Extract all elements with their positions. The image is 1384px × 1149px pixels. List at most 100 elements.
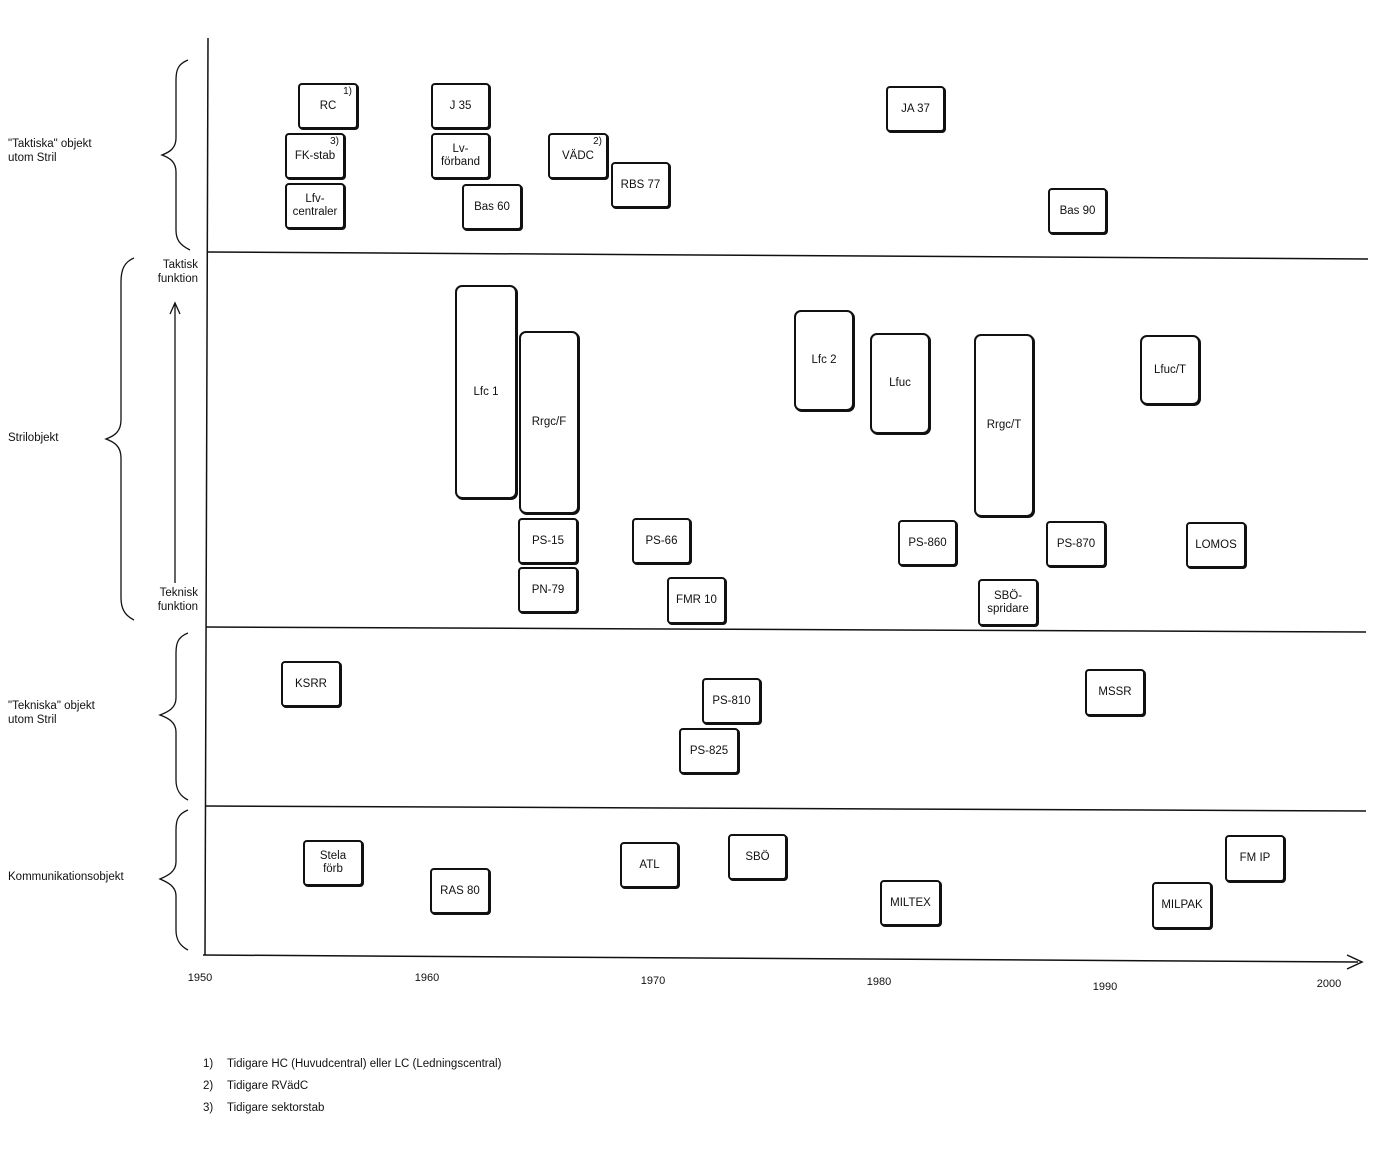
object-lfc1: Lfc 1 [455, 285, 517, 499]
object-label: PS-66 [645, 534, 678, 547]
group-label-strilobjekt: Strilobjekt [8, 432, 59, 444]
object-ps15: PS-15 [518, 518, 578, 564]
year-label: 1990 [1092, 981, 1118, 993]
object-label: J 35 [449, 99, 472, 112]
footnote-marker: 1) [343, 86, 352, 97]
object-label: SBÖ- spridare [987, 589, 1029, 615]
footnote-text: Tidigare RVädC [227, 1080, 309, 1092]
object-stela-forb: Stela förb [303, 840, 363, 886]
object-label: Bas 60 [474, 200, 510, 213]
footnotes: 1) Tidigare HC (Huvudcentral) eller LC (… [203, 1058, 501, 1124]
object-rrgc-f: Rrgc/F [519, 331, 579, 514]
divider-stril-tekniska [205, 626, 1367, 633]
object-label: MSSR [1098, 686, 1132, 698]
object-ps825: PS-825 [679, 728, 739, 774]
year-label: 1980 [866, 976, 892, 988]
object-label: RBS 77 [620, 178, 661, 191]
footnote-text: Tidigare sektorstab [227, 1102, 325, 1114]
brace-tekniska [158, 632, 189, 801]
object-label: Lfuc/T [1154, 363, 1186, 376]
object-lfuc: Lfuc [870, 333, 930, 434]
object-label: PN-79 [531, 583, 565, 596]
vertical-axis [204, 37, 209, 956]
object-ps870: PS-870 [1046, 521, 1106, 567]
object-label: Bas 90 [1059, 204, 1096, 217]
axis-label-taktisk-funktion: Taktisk funktion [157, 259, 198, 285]
object-lomos: LOMOS [1186, 522, 1246, 568]
object-label: PS-870 [1056, 537, 1096, 550]
object-label: MILTEX [890, 896, 931, 909]
footnote-number: 3) [203, 1102, 214, 1114]
object-miltex: MILTEX [880, 880, 941, 926]
object-label: Stela förb [319, 850, 347, 875]
object-label: PS-810 [712, 694, 751, 707]
object-rbs77: RBS 77 [611, 162, 670, 208]
object-label: LOMOS [1195, 538, 1237, 551]
object-lfuc-t: Lfuc/T [1140, 335, 1200, 405]
object-label: FK-stab [294, 149, 336, 162]
object-label: Lfv- centraler [292, 193, 338, 218]
object-ja37: JA 37 [886, 86, 945, 132]
object-label: Rrgc/F [531, 416, 567, 428]
footnote-3: 3) Tidigare sektorstab [203, 1102, 501, 1124]
object-label: FM IP [1239, 852, 1271, 864]
object-label: PS-15 [532, 534, 564, 547]
object-label: FMR 10 [676, 594, 717, 606]
object-label: Lv- förband [440, 143, 480, 168]
object-lfc2: Lfc 2 [794, 310, 854, 411]
object-lv-forband: Lv- förband [431, 133, 490, 179]
object-ps860: PS-860 [898, 520, 957, 566]
group-label-taktiska: "Taktiska" objekt utom Stril [8, 138, 92, 164]
object-lfv-centraler: Lfv- centraler [285, 183, 345, 229]
object-label: ATL [639, 858, 660, 871]
group-label-kommunikation: Kommunikationsobjekt [8, 871, 124, 883]
object-rc: RC 1) [298, 83, 358, 129]
object-ps66: PS-66 [632, 518, 691, 564]
year-label: 1950 [187, 972, 213, 984]
object-label: JA 37 [901, 102, 930, 115]
object-sbo-spridare: SBÖ- spridare [978, 579, 1038, 626]
object-label: PS-860 [908, 536, 947, 549]
object-label: Lfuc [889, 377, 911, 389]
footnote-marker: 3) [330, 136, 339, 147]
object-label: RC [319, 99, 337, 112]
footnote-1: 1) Tidigare HC (Huvudcentral) eller LC (… [203, 1058, 501, 1080]
footnote-text: Tidigare HC (Huvudcentral) eller LC (Led… [227, 1058, 502, 1070]
object-vadc: VÄDC 2) [548, 133, 608, 179]
function-arrowhead [169, 301, 181, 315]
time-axis [202, 954, 1359, 963]
footnote-number: 1) [203, 1058, 214, 1070]
object-ps810: PS-810 [702, 678, 761, 724]
object-label: MILPAK [1161, 899, 1203, 911]
object-bas90: Bas 90 [1048, 188, 1107, 234]
year-label: 1970 [640, 975, 666, 987]
object-milpak: MILPAK [1152, 882, 1212, 929]
object-label: VÄDC [562, 149, 594, 162]
object-atl: ATL [620, 842, 679, 888]
object-label: PS-825 [689, 744, 729, 757]
brace-taktiska [160, 59, 191, 251]
brace-kommunikation [158, 809, 189, 951]
footnote-2: 2) Tidigare RVädC [203, 1080, 501, 1102]
footnote-marker: 2) [593, 136, 602, 147]
year-label: 2000 [1316, 978, 1342, 990]
time-axis-arrowhead [1346, 954, 1364, 970]
object-ksrr: KSRR [281, 661, 341, 707]
divider-taktiska-stril [207, 251, 1369, 260]
object-fmr10: FMR 10 [667, 577, 726, 624]
object-label: Lfc 2 [811, 354, 837, 366]
divider-tekniska-kommunikation [204, 805, 1367, 812]
footnote-number: 2) [203, 1080, 214, 1092]
object-label: SBÖ [745, 850, 770, 863]
object-rrgc-t: Rrgc/T [974, 334, 1034, 517]
object-label: KSRR [295, 677, 327, 690]
object-sbo: SBÖ [728, 834, 787, 880]
year-label: 1960 [414, 972, 440, 984]
object-mssr: MSSR [1085, 669, 1145, 716]
object-fk-stab: FK-stab 3) [285, 133, 345, 179]
group-label-tekniska: "Tekniska" objekt utom Stril [8, 700, 95, 726]
object-fm-ip: FM IP [1225, 835, 1285, 882]
axis-label-teknisk-funktion: Teknisk funktion [157, 587, 198, 613]
